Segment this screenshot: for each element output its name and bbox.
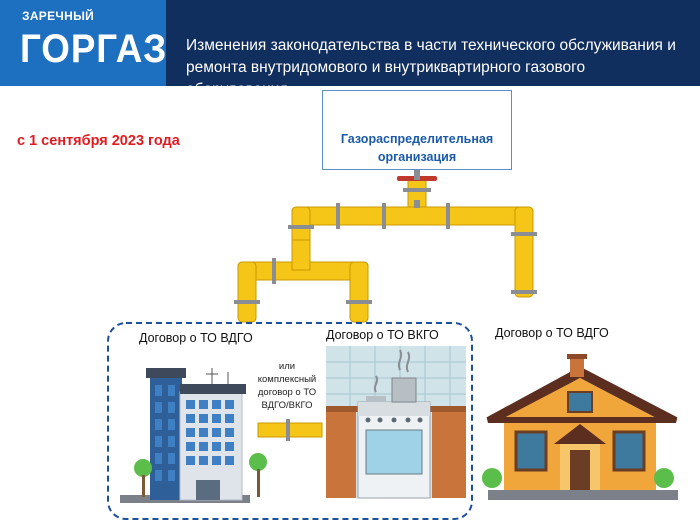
logo-small-text: ЗАРЕЧНЫЙ: [22, 9, 95, 23]
apartment-building-illustration: [120, 368, 267, 503]
header-bar: ЗАРЕЧНЫЙ ГОРГАЗ Изменения законодательст…: [0, 0, 700, 98]
connector-pipe: [257, 419, 323, 441]
contract-vdgo-apartment-label: Договор о ТО ВДГО: [139, 331, 253, 345]
effective-date: с 1 сентября 2023 года: [17, 133, 180, 149]
pipe-flanges: [234, 188, 537, 304]
gas-distribution-org-label: Газораспределительная организация: [340, 132, 494, 164]
kitchen-stove-illustration: [326, 346, 466, 499]
valve-icon: [397, 170, 437, 181]
private-house-illustration: [482, 354, 678, 500]
gas-pipes: [237, 177, 534, 323]
apartment-building-boundary: [107, 322, 473, 520]
complex-contract-label: или комплексный договор о ТО ВДГО/ВКГО: [257, 361, 317, 411]
contract-vdgo-house-label: Договор о ТО ВДГО: [495, 326, 609, 340]
gas-distribution-org-box: Газораспределительная организация: [322, 90, 512, 170]
logo[interactable]: ЗАРЕЧНЫЙ ГОРГАЗ: [0, 0, 166, 86]
logo-big-text: ГОРГАЗ: [20, 27, 168, 71]
contract-vkgo-label: Договор о ТО ВКГО: [326, 328, 439, 342]
page-title: Изменения законодательства в части техни…: [186, 37, 676, 98]
